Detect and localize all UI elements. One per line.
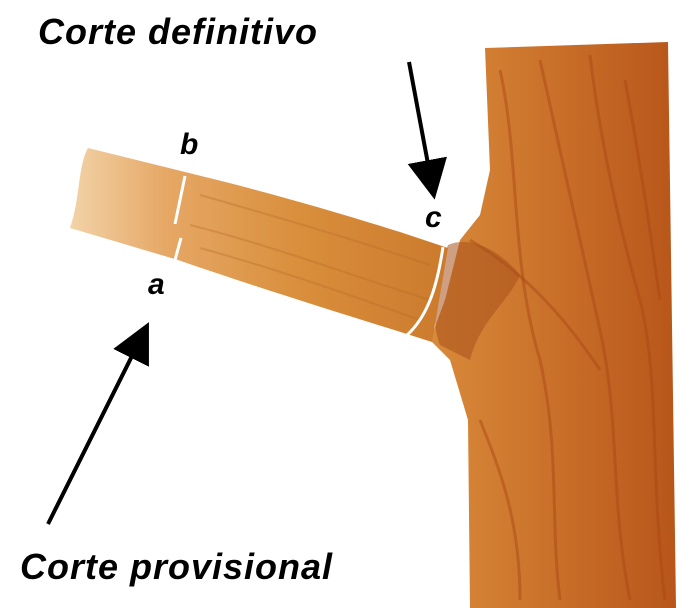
label-c: c — [425, 203, 442, 233]
label-corte-definitivo: Corte definitivo — [38, 14, 318, 50]
label-corte-provisional: Corte provisional — [20, 549, 333, 585]
arrow-provisional — [48, 340, 140, 524]
arrow-definitive — [409, 62, 431, 180]
label-a: a — [148, 270, 165, 300]
label-b: b — [180, 130, 198, 160]
